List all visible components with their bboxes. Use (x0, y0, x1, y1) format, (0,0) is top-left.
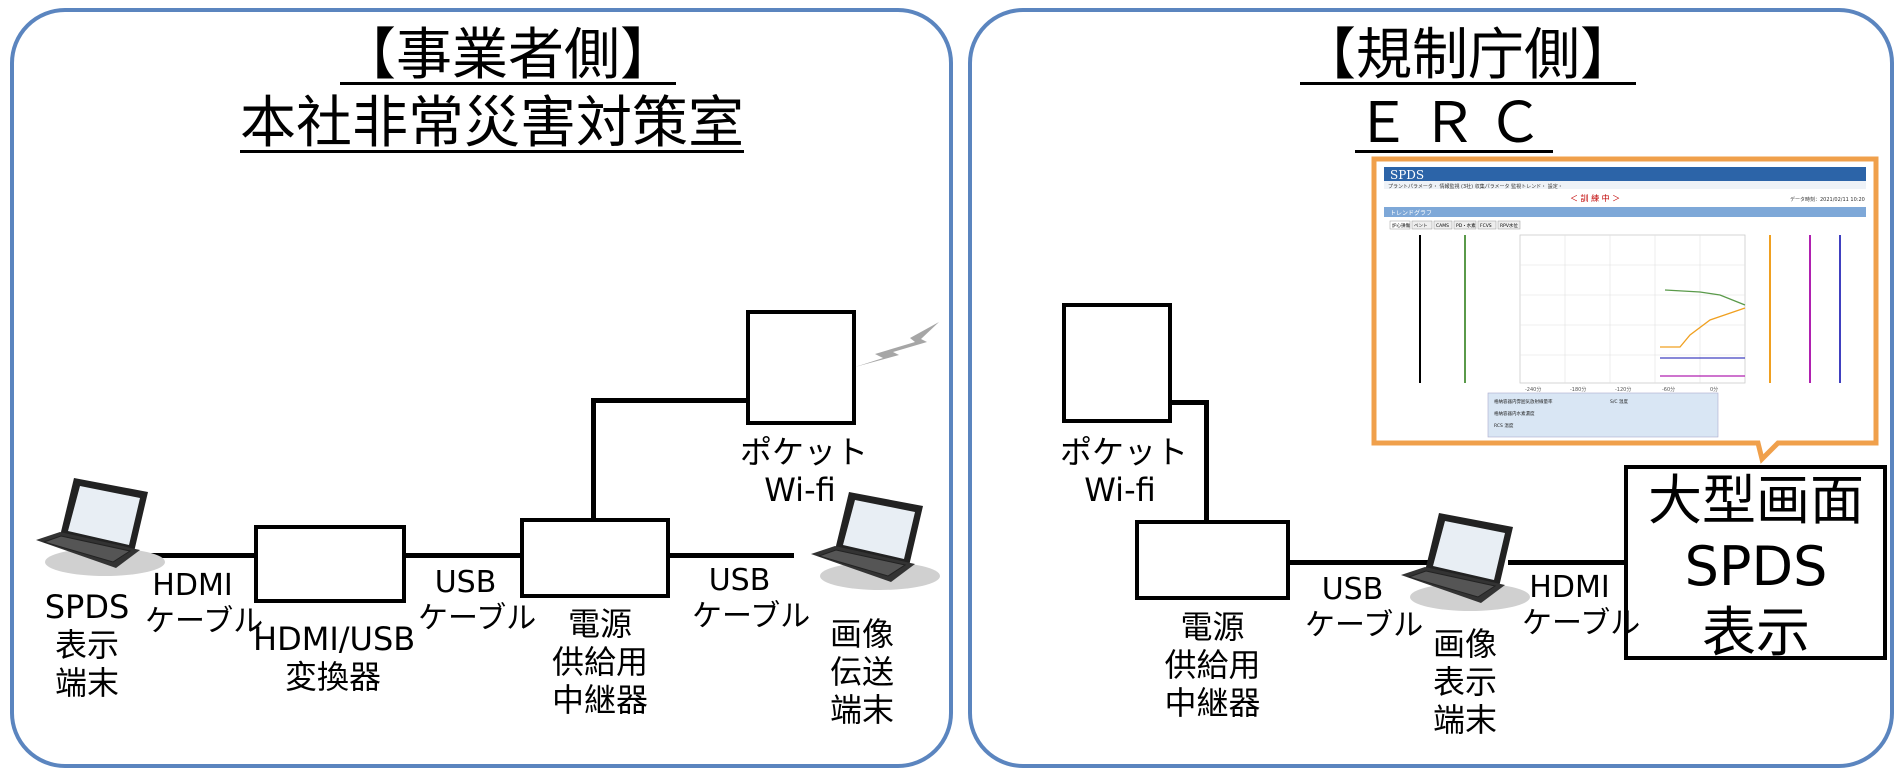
regulator-side-title: 【規制庁側】 (1300, 23, 1636, 88)
relay-to-wifi-horizontal (591, 398, 748, 403)
svg-text:RPV水位: RPV水位 (1500, 222, 1518, 229)
usb-cable-line-1 (405, 553, 520, 558)
relay-to-wifi-vertical (591, 400, 596, 520)
spds-screenshot-callout: SPDS プラントパラメータ・ 情報監視 (3社) 収集パラメータ 監視トレンド… (1371, 156, 1879, 464)
relay-label-right: 電源供給用中継器 (1164, 608, 1261, 722)
svg-text:CAMS: CAMS (1436, 223, 1449, 229)
pocket-wifi-box-left (746, 310, 856, 425)
screenshot-tabs: 炉心損傷 ベント CAMS PD・水素 FCVS RPV水位 (1389, 220, 1521, 230)
image-transmission-terminal-label: 画像伝送端末 (829, 615, 894, 729)
screenshot-date: データ時刻：2021/02/11 10:20 (1790, 196, 1865, 203)
hdmi-cable-line-left (140, 553, 255, 558)
x-tick: -120分 (1615, 386, 1631, 393)
operator-side-title: 【事業者側】 (340, 23, 676, 88)
svg-text:FCVS: FCVS (1480, 223, 1492, 229)
laptop-icon (811, 492, 940, 590)
legend-entry: S/C 温度 (1610, 398, 1628, 405)
usb-cable-line-right (1288, 560, 1448, 565)
x-tick: -180分 (1570, 386, 1586, 393)
hdmi-usb-converter-box (254, 525, 406, 603)
regulator-side-location: ＥＲＣ (1355, 91, 1553, 156)
wifi-to-relay-horizontal (1136, 400, 1209, 405)
relay-box-right (1135, 520, 1290, 600)
legend-entry: RCS 温度 (1494, 422, 1514, 429)
pocket-wifi-box-right (1062, 303, 1172, 423)
screenshot-status: ＜ 訓 練 中 ＞ (1570, 193, 1620, 203)
laptop-icon (36, 478, 165, 576)
x-tick: 0分 (1710, 386, 1718, 393)
laptop-icon (1401, 513, 1530, 611)
relay-label-left: 電源供給用中継器 (551, 605, 648, 719)
wireless-signal-icon (855, 322, 939, 367)
svg-text:PD・水素: PD・水素 (1456, 222, 1476, 229)
wifi-to-relay-vertical (1204, 400, 1209, 524)
screenshot-logo: SPDS (1390, 168, 1424, 182)
operator-side-location: 本社非常災害対策室 (240, 91, 744, 156)
screenshot-nav: プラントパラメータ・ 情報監視 (3社) 収集パラメータ 監視トレンド・ 設定・ (1388, 183, 1563, 190)
legend-entry: 格納容器内水素濃度 (1494, 410, 1535, 417)
svg-text:ベント: ベント (1414, 223, 1428, 229)
big-screen-box (1624, 465, 1887, 660)
hdmi-cable-line-right (1508, 560, 1628, 565)
image-display-terminal-label: 画像表示端末 (1432, 625, 1497, 739)
svg-text:炉心損傷: 炉心損傷 (1392, 222, 1410, 229)
usb-cable-line-2 (669, 553, 794, 558)
relay-box-left (520, 518, 670, 598)
screenshot-section: トレンドグラフ (1390, 209, 1432, 217)
x-tick: -240分 (1525, 386, 1541, 393)
legend-entry: 格納容器内雰囲気放射線量率 (1494, 398, 1553, 405)
x-tick: -60分 (1662, 386, 1675, 393)
